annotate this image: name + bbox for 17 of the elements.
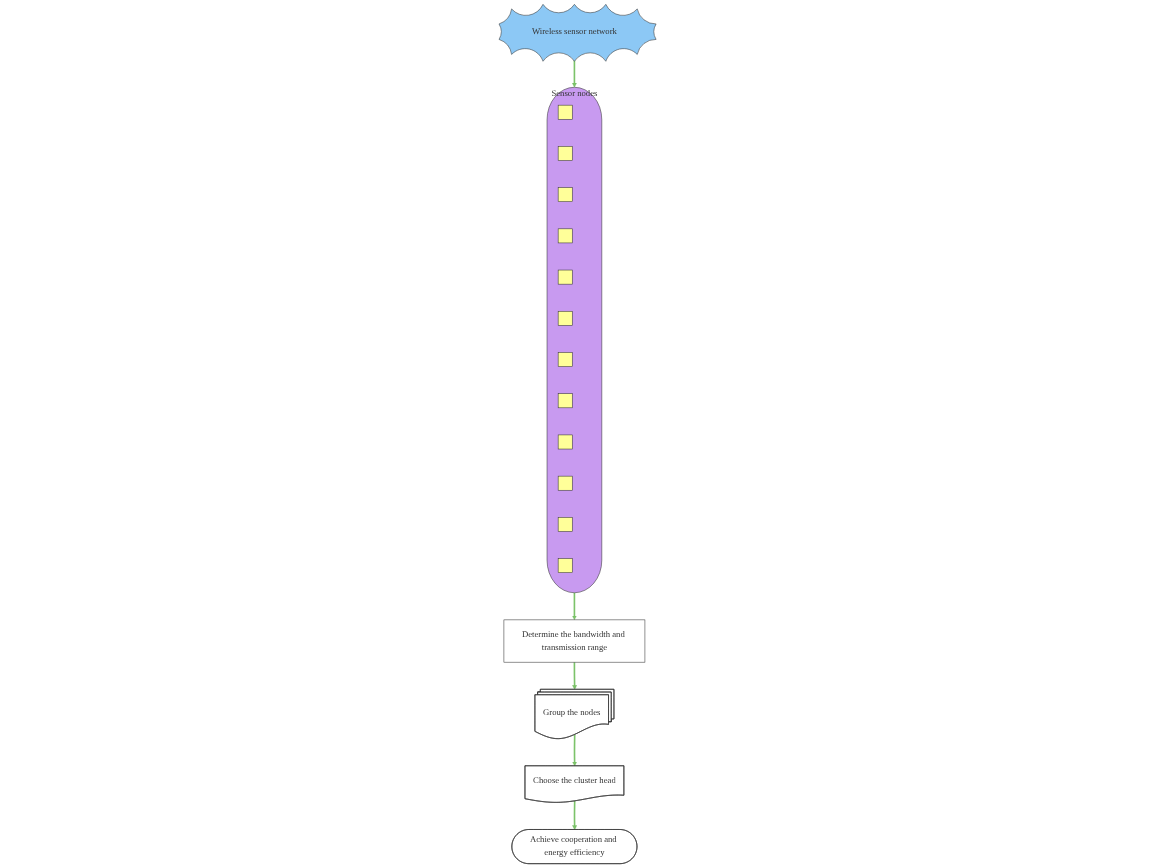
node-box [557,517,572,532]
node-box [557,269,572,285]
node-box [557,104,572,120]
arrow [571,733,577,767]
node-box [557,146,572,161]
arrow [571,591,577,621]
node-box [557,558,572,573]
node-box [557,393,572,409]
arrow [571,800,577,830]
node-box [557,187,572,202]
node-box [557,475,572,491]
node-box [557,228,572,244]
arrow [571,661,577,690]
node-box [557,311,572,326]
arrow [571,59,577,88]
node-box [557,434,572,450]
node-box [557,352,572,367]
